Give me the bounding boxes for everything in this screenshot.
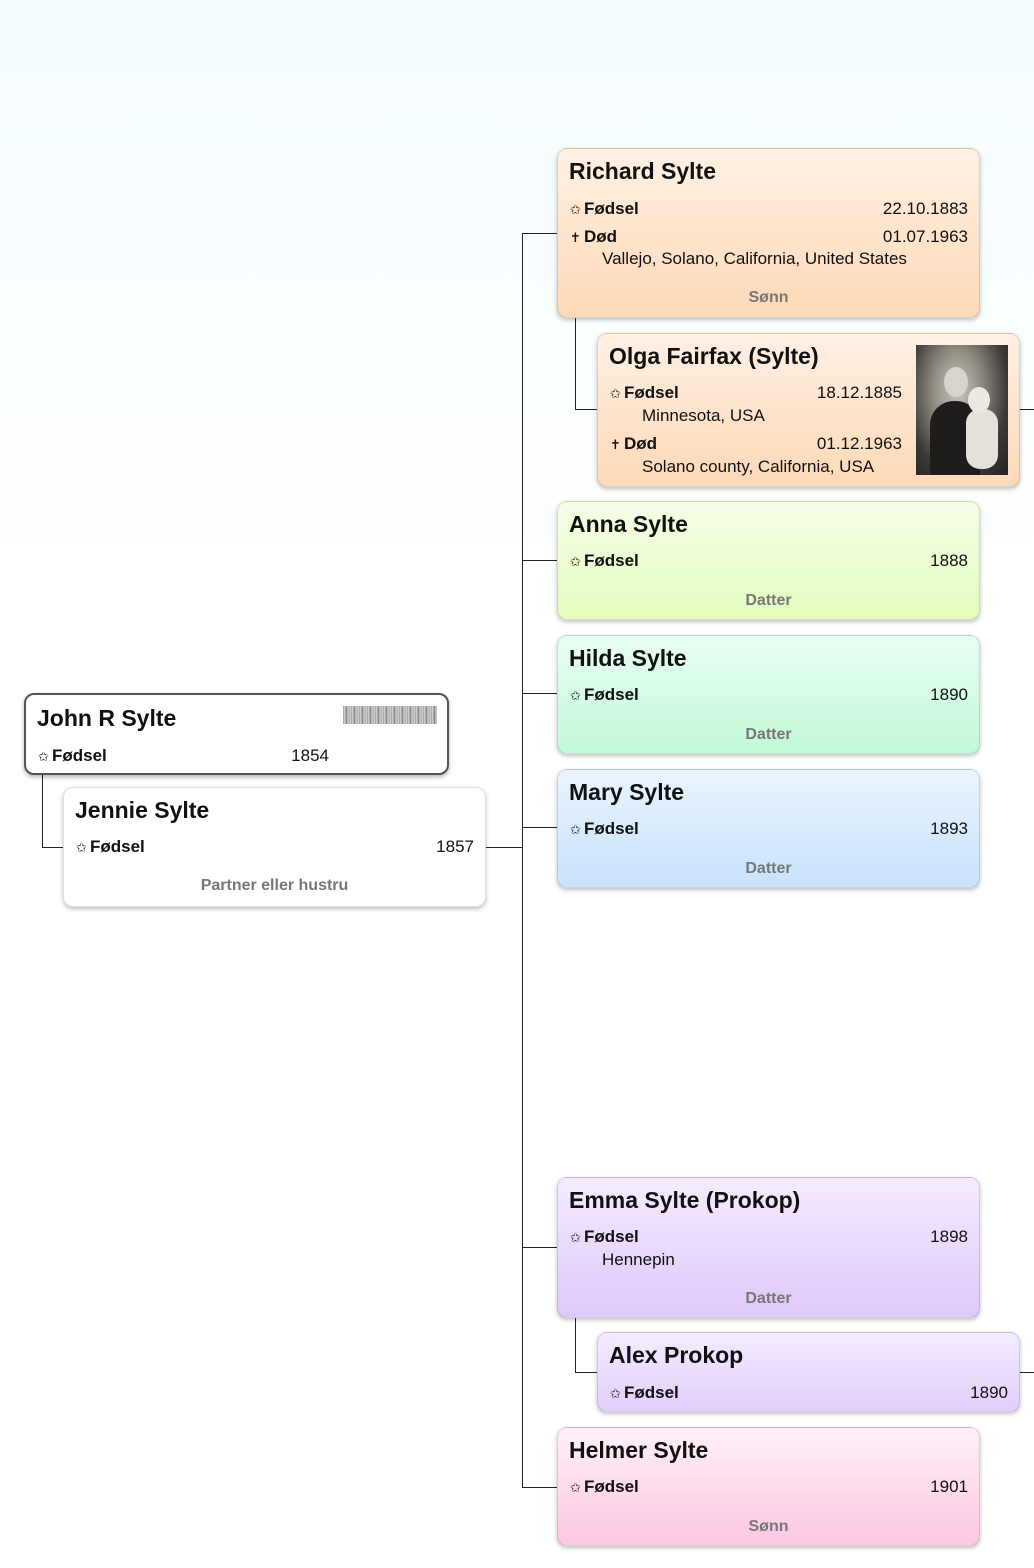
birth-label: Fødsel (584, 1227, 639, 1246)
relation-label: Datter (745, 1290, 792, 1307)
connector-hilda (522, 693, 558, 694)
birth-event: ✩Fødsel 1890 (570, 685, 968, 705)
connector-parents-to-children (485, 847, 523, 848)
birth-label: Fødsel (584, 551, 639, 570)
birth-star-icon: ✩ (610, 1386, 621, 1401)
birth-date: 1890 (970, 1383, 1008, 1402)
connector-olga-offscreen (1019, 409, 1034, 410)
birth-star-icon: ✩ (570, 202, 581, 217)
connector-helmer (522, 1487, 558, 1488)
birth-date: 1893 (930, 819, 968, 838)
birth-event: ✩Fødsel 1857 (76, 837, 474, 857)
person-card-olga-fairfax[interactable]: Olga Fairfax (Sylte) ✩Fødsel 18.12.1885 … (597, 333, 1020, 487)
death-cross-icon: ✝ (570, 230, 581, 245)
connector-emma (522, 1247, 558, 1248)
birth-date: 1890 (930, 685, 968, 704)
birth-date: 1888 (930, 551, 968, 570)
birth-event: ✩Fødsel 18.12.1885 (610, 383, 902, 403)
birth-label: Fødsel (52, 746, 107, 765)
person-card-emma-sylte-prokop[interactable]: Emma Sylte (Prokop) ✩Fødsel 1898 Hennepi… (557, 1177, 980, 1318)
children-vertical-connector (522, 233, 523, 1487)
relation-label: Datter (745, 860, 792, 877)
birth-star-icon: ✩ (38, 749, 49, 764)
relation-label: Datter (745, 592, 792, 609)
relation-label: Sønn (748, 1518, 789, 1535)
birth-place: Hennepin (602, 1250, 675, 1269)
person-card-mary-sylte[interactable]: Mary Sylte ✩Fødsel 1893 Datter (557, 769, 980, 888)
birth-place: Minnesota, USA (642, 406, 765, 425)
birth-label: Fødsel (584, 819, 639, 838)
connector-john-jennie-vertical (42, 774, 43, 847)
connector-mary (522, 827, 558, 828)
birth-date: 1901 (930, 1477, 968, 1496)
birth-label: Fødsel (624, 383, 679, 402)
birth-star-icon: ✩ (570, 1480, 581, 1495)
connector-john-jennie-horizontal (42, 847, 64, 848)
birth-event: ✩Fødsel 1890 (610, 1383, 1008, 1403)
birth-event: ✩Fødsel 1893 (570, 819, 968, 839)
person-card-hilda-sylte[interactable]: Hilda Sylte ✩Fødsel 1890 Datter (557, 635, 980, 754)
birth-label: Fødsel (624, 1383, 679, 1402)
death-label: Død (624, 434, 658, 453)
birth-star-icon: ✩ (610, 386, 621, 401)
death-label: Død (584, 227, 618, 246)
birth-date: 1854 (291, 746, 329, 765)
person-name: John R Sylte (37, 705, 177, 731)
person-card-richard-sylte[interactable]: Richard Sylte ✩Fødsel 22.10.1883 ✝Død 01… (557, 148, 980, 318)
birth-star-icon: ✩ (76, 840, 87, 855)
person-name: Helmer Sylte (569, 1437, 709, 1463)
relation-label: Datter (745, 726, 792, 743)
connector-anna (522, 560, 558, 561)
death-event: ✝Død 01.12.1963 (610, 434, 902, 454)
birth-label: Fødsel (584, 1477, 639, 1496)
connector-alex-offscreen (1019, 1372, 1034, 1373)
person-card-anna-sylte[interactable]: Anna Sylte ✩Fødsel 1888 Datter (557, 501, 980, 620)
portrait-photo[interactable] (916, 345, 1008, 475)
person-name: Jennie Sylte (75, 797, 210, 823)
birth-star-icon: ✩ (570, 554, 581, 569)
birth-event: ✩Fødsel 1901 (570, 1477, 968, 1497)
connector-emma-alex-horizontal (575, 1372, 598, 1373)
birth-date: 1898 (930, 1227, 968, 1246)
birth-date: 1857 (436, 837, 474, 856)
birth-date: 22.10.1883 (882, 199, 968, 218)
person-name: Emma Sylte (Prokop) (569, 1187, 801, 1213)
birth-event: ✩Fødsel 1854 (38, 746, 329, 766)
birth-label: Fødsel (90, 837, 145, 856)
birth-event: ✩Fødsel 22.10.1883 (570, 199, 968, 219)
death-event: ✝Død 01.07.1963 (570, 227, 968, 247)
death-place: Vallejo, Solano, California, United Stat… (602, 249, 907, 268)
connector-emma-alex-vertical (575, 1318, 576, 1372)
person-name: Hilda Sylte (569, 645, 687, 671)
person-card-helmer-sylte[interactable]: Helmer Sylte ✩Fødsel 1901 Sønn (557, 1427, 980, 1546)
death-date: 01.12.1963 (816, 434, 902, 453)
birth-star-icon: ✩ (570, 822, 581, 837)
connector-richard-olga-horizontal (575, 409, 598, 410)
person-name: Alex Prokop (609, 1342, 744, 1368)
person-card-alex-prokop[interactable]: Alex Prokop ✩Fødsel 1890 (597, 1332, 1020, 1412)
document-thumbnail[interactable] (343, 706, 437, 724)
person-name: Richard Sylte (569, 158, 716, 184)
person-name: Anna Sylte (569, 511, 688, 537)
birth-label: Fødsel (584, 199, 639, 218)
birth-star-icon: ✩ (570, 1230, 581, 1245)
death-place: Solano county, California, USA (642, 457, 875, 476)
person-card-john-r-sylte[interactable]: John R Sylte ✩Fødsel 1854 (24, 693, 449, 775)
birth-star-icon: ✩ (570, 688, 581, 703)
death-date: 01.07.1963 (882, 227, 968, 246)
connector-richard (522, 233, 558, 234)
person-name: Olga Fairfax (Sylte) (609, 343, 819, 369)
relation-label: Sønn (748, 289, 789, 306)
relation-label: Partner eller hustru (200, 877, 349, 894)
birth-event: ✩Fødsel 1888 (570, 551, 968, 571)
death-cross-icon: ✝ (610, 437, 621, 452)
birth-event: ✩Fødsel 1898 (570, 1227, 968, 1247)
birth-label: Fødsel (584, 685, 639, 704)
birth-date: 18.12.1885 (816, 383, 902, 402)
person-name: Mary Sylte (569, 779, 685, 805)
connector-richard-olga-vertical (575, 318, 576, 409)
person-card-jennie-sylte[interactable]: Jennie Sylte ✩Fødsel 1857 Partner eller … (63, 787, 486, 907)
